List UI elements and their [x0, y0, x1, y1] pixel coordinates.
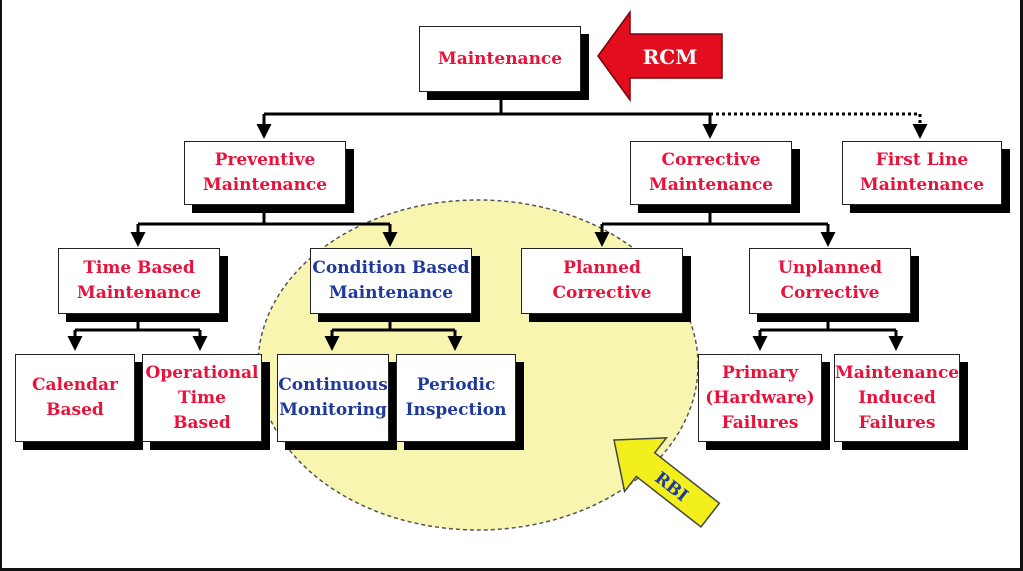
node-planned-line-2: Corrective [552, 283, 652, 303]
node-induced-line-2: Induced [858, 387, 936, 408]
node-corrective-line-2: Maintenance [648, 175, 774, 195]
node-primary-line-3: Failures [721, 412, 799, 433]
node-corrective-line-1: Corrective [661, 150, 761, 170]
node-operational-line-2: Time [178, 387, 226, 408]
node-continuous-line-2: Monitoring [279, 400, 387, 420]
node-induced-line-1: Maintenance [834, 362, 960, 383]
node-calendar-line-2: Based [46, 400, 104, 420]
node-time-based-maintenance: Time Based Maintenance [58, 248, 220, 314]
connector-time-based [67, 317, 208, 351]
connector-unplanned [752, 317, 904, 351]
node-time-based-line-2: Maintenance [76, 283, 202, 303]
node-primary-line-2: (Hardware) [705, 387, 815, 408]
node-preventive-maintenance: Preventive Maintenance [184, 141, 346, 205]
connector-corrective [594, 207, 836, 247]
connector-first-line-dotted [710, 112, 928, 139]
node-unplanned-line-1: Unplanned [778, 258, 882, 278]
connector-condition-based [324, 317, 463, 351]
rbi-arrow [613, 437, 721, 528]
node-operational-line-3: Based [173, 412, 231, 433]
node-continuous-monitoring: Continuous Monitoring [277, 354, 389, 442]
frame-right-edge [1020, 0, 1023, 571]
node-maintenance-induced-failures: Maintenance Induced Failures [834, 354, 960, 442]
node-condition-based-maintenance: Condition Based Maintenance [310, 248, 472, 314]
node-induced-line-3: Failures [858, 412, 936, 433]
node-operational-line-1: Operational [145, 362, 259, 383]
node-corrective-maintenance: Corrective Maintenance [630, 141, 792, 205]
node-first-line-line-2: Maintenance [859, 175, 985, 195]
node-preventive-line-2: Maintenance [202, 175, 328, 195]
frame-bottom-edge [0, 568, 1023, 571]
node-maintenance-line-1: Maintenance [437, 48, 563, 69]
node-periodic-inspection: Periodic Inspection [396, 354, 516, 442]
node-continuous-line-1: Continuous [278, 375, 388, 395]
rcm-arrow-label: RCM [643, 45, 698, 69]
node-calendar-line-1: Calendar [31, 375, 119, 395]
node-preventive-line-1: Preventive [214, 150, 316, 170]
node-condition-based-line-2: Maintenance [328, 283, 454, 303]
node-planned-corrective: Planned Corrective [521, 248, 683, 314]
node-unplanned-line-2: Corrective [780, 283, 880, 303]
node-condition-based-line-1: Condition Based [312, 258, 470, 278]
node-unplanned-corrective: Unplanned Corrective [749, 248, 911, 314]
node-primary-hardware-failures: Primary (Hardware) Failures [698, 354, 822, 442]
connector-preventive [130, 207, 398, 247]
node-primary-line-1: Primary [721, 362, 799, 383]
node-first-line-line-1: First Line [875, 150, 969, 170]
node-planned-line-1: Planned [563, 258, 641, 278]
connector-maintenance [256, 94, 718, 139]
node-calendar-based: Calendar Based [15, 354, 135, 442]
frame-left-edge [0, 0, 2, 571]
node-time-based-line-1: Time Based [83, 258, 195, 278]
node-operational-time-based: Operational Time Based [142, 354, 262, 442]
rcm-arrow [597, 9, 723, 103]
node-first-line-maintenance: First Line Maintenance [842, 141, 1002, 205]
node-maintenance: Maintenance [419, 26, 581, 92]
node-periodic-line-2: Inspection [405, 400, 507, 420]
node-periodic-line-1: Periodic [416, 375, 496, 395]
